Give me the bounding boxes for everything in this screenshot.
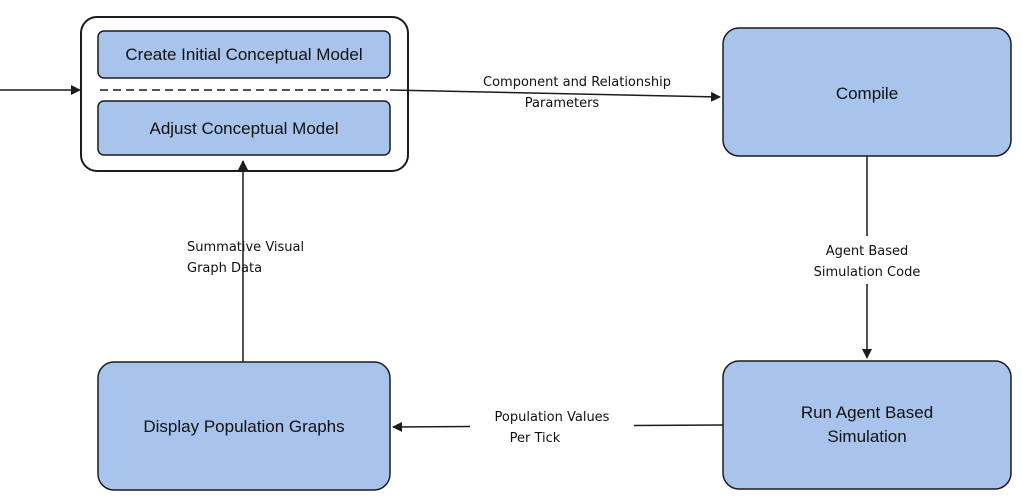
display-population-graphs-label: Display Population Graphs bbox=[143, 417, 344, 436]
run-agent-based-simulation-label-line-1: Run Agent Based bbox=[801, 403, 933, 422]
run-to-display-label-line-2: Per Tick bbox=[510, 431, 561, 446]
create-initial-conceptual-model-node: Create Initial Conceptual Model bbox=[97, 30, 391, 79]
compile-node: Compile bbox=[722, 27, 1012, 157]
create-initial-conceptual-model-label: Create Initial Conceptual Model bbox=[125, 45, 362, 64]
model-to-compile-label-line-2: Parameters bbox=[525, 96, 600, 111]
display-population-graphs-node: Display Population Graphs bbox=[97, 361, 391, 491]
compile-to-run-label-line-1: Agent Based bbox=[826, 244, 909, 259]
compile-label: Compile bbox=[836, 84, 898, 103]
compile-to-run-label-backdrop bbox=[805, 236, 929, 284]
compile-to-run-label-line-2: Simulation Code bbox=[814, 265, 921, 280]
adjust-conceptual-model-node: Adjust Conceptual Model bbox=[97, 100, 391, 156]
display-to-model-label-line-2: Graph Data bbox=[187, 261, 262, 276]
adjust-conceptual-model-label: Adjust Conceptual Model bbox=[149, 119, 338, 138]
model-to-compile-label-line-1: Component and Relationship bbox=[483, 75, 671, 90]
run-to-display-label-backdrop bbox=[470, 404, 634, 450]
model-to-compile-arrow bbox=[389, 89, 721, 102]
run-to-display-label-line-1: Population Values bbox=[495, 410, 610, 425]
run-agent-based-simulation-label-line-2: Simulation bbox=[827, 427, 906, 446]
run-agent-based-simulation-node: Run Agent Based Simulation bbox=[722, 360, 1012, 490]
display-to-model-label-line-1: Summative Visual bbox=[187, 240, 304, 255]
